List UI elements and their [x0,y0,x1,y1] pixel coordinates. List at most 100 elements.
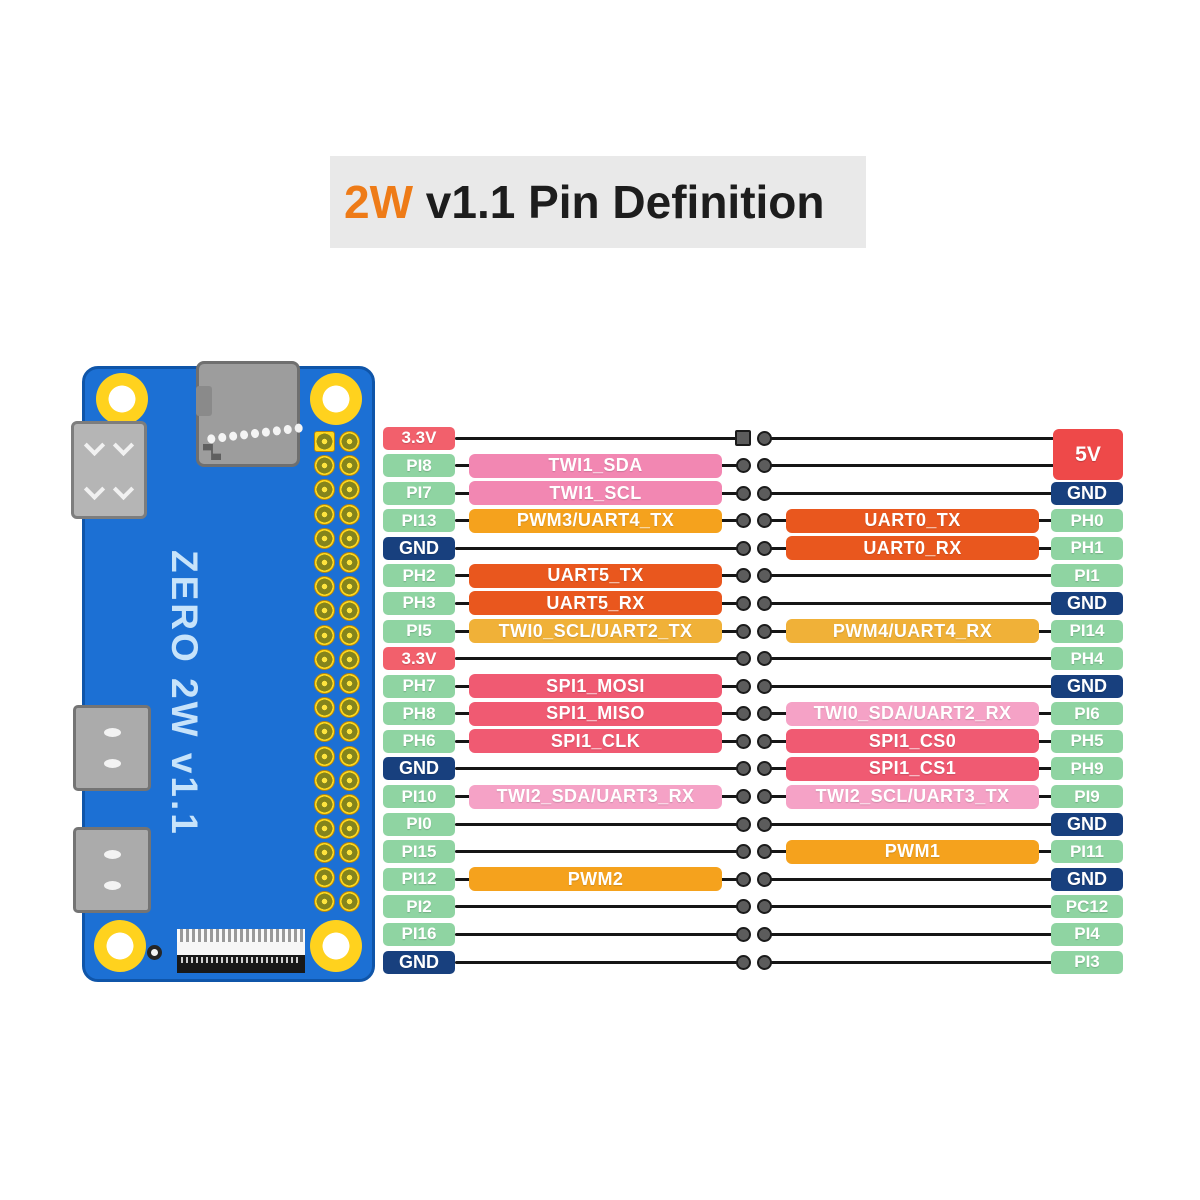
pin-badge-left: PI15 [383,840,455,864]
pin-function-bar-right: SPI1_CS0 [786,729,1039,754]
connector-line-right [764,905,1054,909]
header-pin-dot [756,430,772,446]
connector-line-left [455,657,743,661]
gpio-hole [314,503,335,525]
pin-badge-right: PI3 [1051,950,1123,974]
gpio-hole [314,479,335,501]
pin-badge-right: PI1 [1051,564,1123,588]
header-pin-dot [756,513,772,529]
board-hole [147,945,162,960]
header-pin-dot [756,568,772,584]
pin-badge-left: PI16 [383,922,455,946]
pin-badge-right: PC12 [1051,895,1123,919]
pin-badge-left: GND [383,536,455,560]
connector-line-left [455,822,743,826]
gpio-hole [339,842,360,864]
gpio-hole [339,624,360,646]
pin-function-bar-left: UART5_TX [469,563,722,588]
gpio-hole [339,866,360,888]
header-pin-dot [735,595,751,611]
mount-hole [94,920,146,972]
header-pin-dot [735,816,751,832]
pin-badge-right: GND [1051,867,1123,891]
fpc-latch [177,955,305,973]
pin-function-bar-right: TWI0_SDA/UART2_RX [786,701,1039,726]
pin-badge-left: 3.3V [383,647,455,671]
gpio-hole [314,745,335,767]
header-pin-dot [735,761,751,777]
gpio-hole [339,697,360,719]
gpio-hole [314,455,335,477]
header-pin-dot [735,871,751,887]
pin-badge-left: PI8 [383,454,455,478]
connector-line-right [764,601,1054,605]
header-pin-dot [735,706,751,722]
gpio-hole [339,721,360,743]
header-pin-dot [735,899,751,915]
header-pin-dot [735,789,751,805]
pin-badge-left: PH8 [383,702,455,726]
header-pin-dot [756,816,772,832]
connector-line-right [764,436,1054,440]
header-pin-dot [735,926,751,942]
pin-badge-right: GND [1051,674,1123,698]
header-pin-dot [756,540,772,556]
fpc-teeth [177,929,305,942]
header-pin-dot [756,706,772,722]
pin-function-bar-left: SPI1_CLK [469,729,722,754]
gpio-hole [314,600,335,622]
microsd-notch [196,386,212,416]
pin-badge-left: PI5 [383,619,455,643]
pin-badge-left: PH2 [383,564,455,588]
connector-line-right [764,657,1054,661]
header-pin-dot [756,899,772,915]
pin-function-bar-right: SPI1_CS1 [786,756,1039,781]
pin-function-bar-left: PWM2 [469,867,722,892]
gpio-hole [339,455,360,477]
connector-line-right [764,932,1054,936]
title-bar: 2W v1.1 Pin Definition [330,156,866,248]
gpio-hole [314,673,335,694]
connector-line-left [455,767,743,771]
pin-function-bar-left: PWM3/UART4_TX [469,508,722,533]
header-pin-dot [735,623,751,639]
gpio-hole [339,648,360,670]
connector-line-left [455,436,743,440]
page-title-accent: 2W [344,176,413,228]
pin-function-bar-left: TWI1_SCL [469,481,722,506]
header-pin-dot [735,954,751,970]
connector-line-left [455,960,743,964]
mini-hdmi-port [71,421,147,519]
pin-badge-right: PH0 [1051,509,1123,533]
pin-badge-right: PI6 [1051,702,1123,726]
connector-line-left [455,546,743,550]
pin-badge-right: GND [1051,591,1123,615]
header-pin-dot [735,513,751,529]
connector-line-left [455,850,743,854]
header-pin1-square [735,430,751,446]
header-pin-dot [756,954,772,970]
usb-c-port [73,827,151,913]
pin-badge-right: GND [1051,481,1123,505]
gpio-hole [314,890,335,912]
pin-badge-right: PI14 [1051,619,1123,643]
pin-badge-right: PH4 [1051,647,1123,671]
pin-function-bar-right: UART0_TX [786,508,1039,533]
gpio-hole [339,769,360,791]
header-pin-dot [756,871,772,887]
fpc-connector [177,929,305,973]
pin-badge-right: PH5 [1051,729,1123,753]
pin-badge-left: 3.3V [383,426,455,450]
gpio-hole [314,648,335,670]
header-pin-dot [735,485,751,501]
connector-line-right [764,960,1054,964]
pin-function-bar-left: TWI0_SCL/UART2_TX [469,619,722,644]
gpio-hole [314,697,335,719]
pin-badge-left: PI2 [383,895,455,919]
pin-function-bar-left: TWI2_SDA/UART3_RX [469,784,722,809]
pin-badge-left: PH3 [383,591,455,615]
header-pin-dot [756,844,772,860]
pin-badge-left: GND [383,950,455,974]
